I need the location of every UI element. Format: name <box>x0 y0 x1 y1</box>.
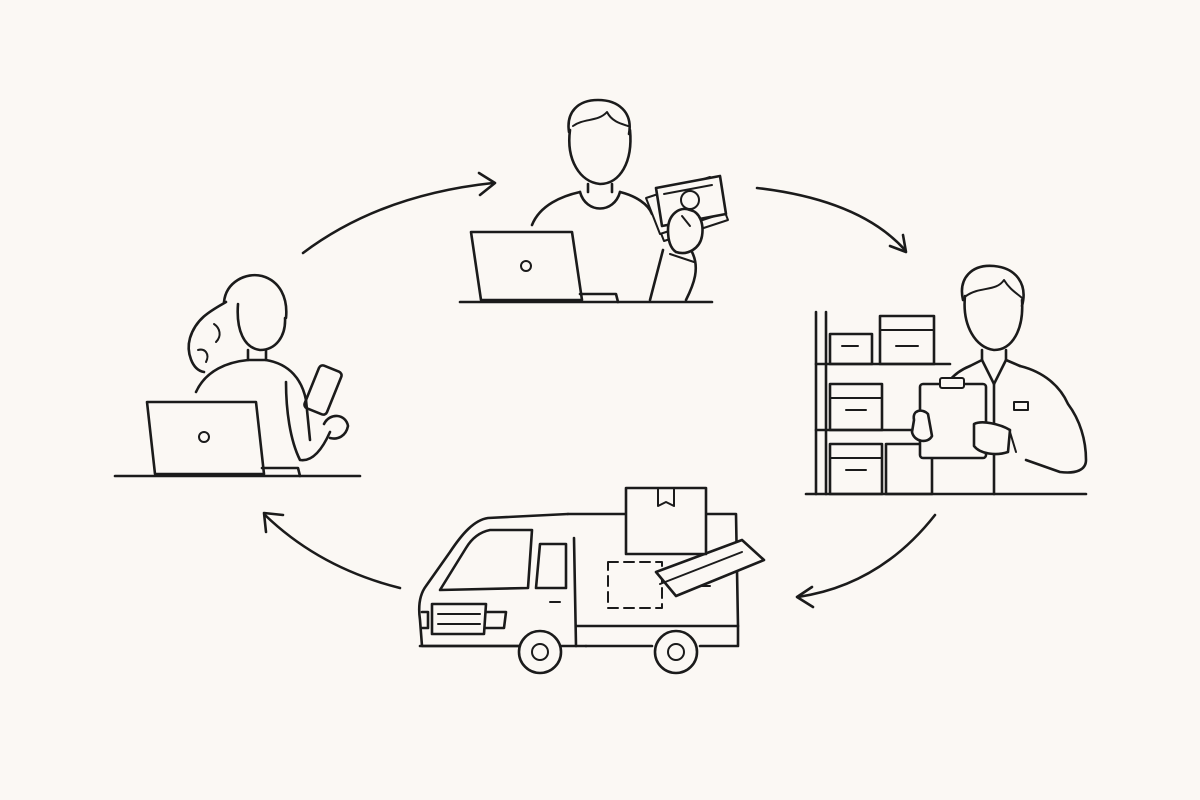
storage-box-icon <box>828 382 884 432</box>
package-icon <box>654 538 766 598</box>
warehouse-worker-icon <box>804 264 1088 496</box>
storage-box-icon <box>878 314 936 366</box>
cycle-arrow-payment-to-warehouse <box>755 186 908 254</box>
customer-ordering-icon <box>113 273 362 478</box>
cycle-arrow-warehouse-to-delivery <box>795 513 937 609</box>
delivery-truck-icon <box>417 486 766 675</box>
package-icon <box>624 486 708 556</box>
cycle-arrow-order-to-payment <box>301 171 497 255</box>
storage-box-icon <box>884 442 934 496</box>
customer-paying-icon <box>458 98 729 304</box>
cycle-arrow-delivery-to-order <box>262 511 402 590</box>
storage-box-icon <box>828 442 884 496</box>
storage-box-icon <box>828 332 874 366</box>
